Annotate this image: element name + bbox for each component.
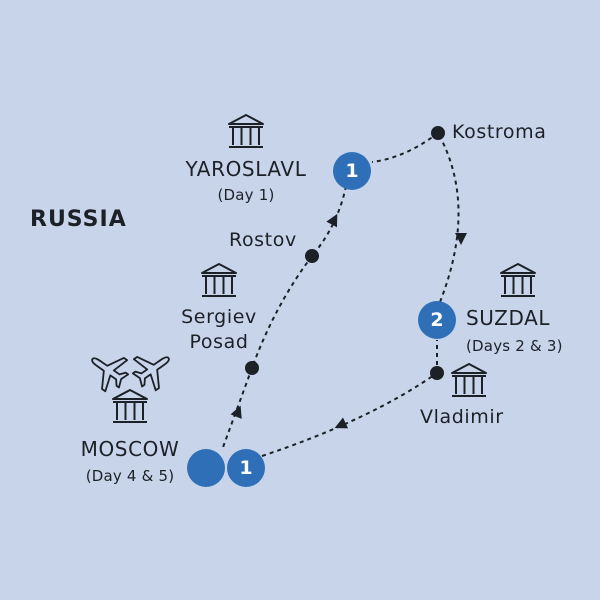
museum-icon	[201, 263, 237, 297]
waypoint-dots	[245, 126, 445, 380]
suzdal-label: SUZDAL (Days 2 & 3)	[466, 306, 563, 355]
moscow-marker	[187, 449, 225, 487]
route-rostov-sergiev-posad	[251, 255, 313, 369]
moscow-name: MOSCOW	[80, 437, 180, 461]
kostroma-dot	[431, 126, 445, 140]
suzdal-badge: 2	[418, 301, 456, 339]
yaroslavl-label: YAROSLAVL (Day 1)	[168, 157, 324, 204]
moscow-badge: 1	[227, 449, 265, 487]
museum-icon	[228, 114, 264, 148]
route-moscow-vladimir	[261, 372, 438, 457]
sergiev-posad-label: Sergiev Posad	[166, 305, 272, 355]
vladimir-label: Vladimir	[420, 406, 504, 428]
country-label: RUSSIA	[30, 207, 127, 232]
direction-arrows	[230, 213, 467, 429]
suzdal-name: SUZDAL	[466, 306, 551, 330]
airplane-icon	[80, 342, 136, 398]
kostroma-label: Kostroma	[452, 121, 547, 143]
moscow-days: (Day 4 & 5)	[85, 467, 175, 485]
sergiev-posad-dot	[245, 361, 259, 375]
moscow-label: MOSCOW (Day 4 & 5)	[66, 437, 194, 485]
suzdal-days: (Days 2 & 3)	[466, 337, 563, 355]
route-suzdal-kostroma	[437, 132, 460, 303]
sergiev-posad-line-2: Posad	[189, 331, 249, 353]
arrow-icon	[326, 213, 338, 228]
yaroslavl-days: (Day 1)	[217, 186, 275, 204]
museum-icon	[500, 263, 536, 297]
museum-icon	[112, 389, 148, 423]
rostov-dot	[305, 249, 319, 263]
arrow-icon	[455, 233, 467, 245]
arrow-icon	[230, 405, 242, 419]
route-kostroma-yaroslavl	[371, 132, 439, 163]
sergiev-posad-line-1: Sergiev	[181, 306, 257, 328]
arrow-icon	[334, 417, 349, 429]
vladimir-dot	[430, 366, 444, 380]
yaroslavl-name: YAROSLAVL	[185, 157, 307, 181]
yaroslavl-badge: 1	[333, 152, 371, 190]
museum-icon	[451, 363, 487, 397]
rostov-label: Rostov	[229, 229, 297, 251]
